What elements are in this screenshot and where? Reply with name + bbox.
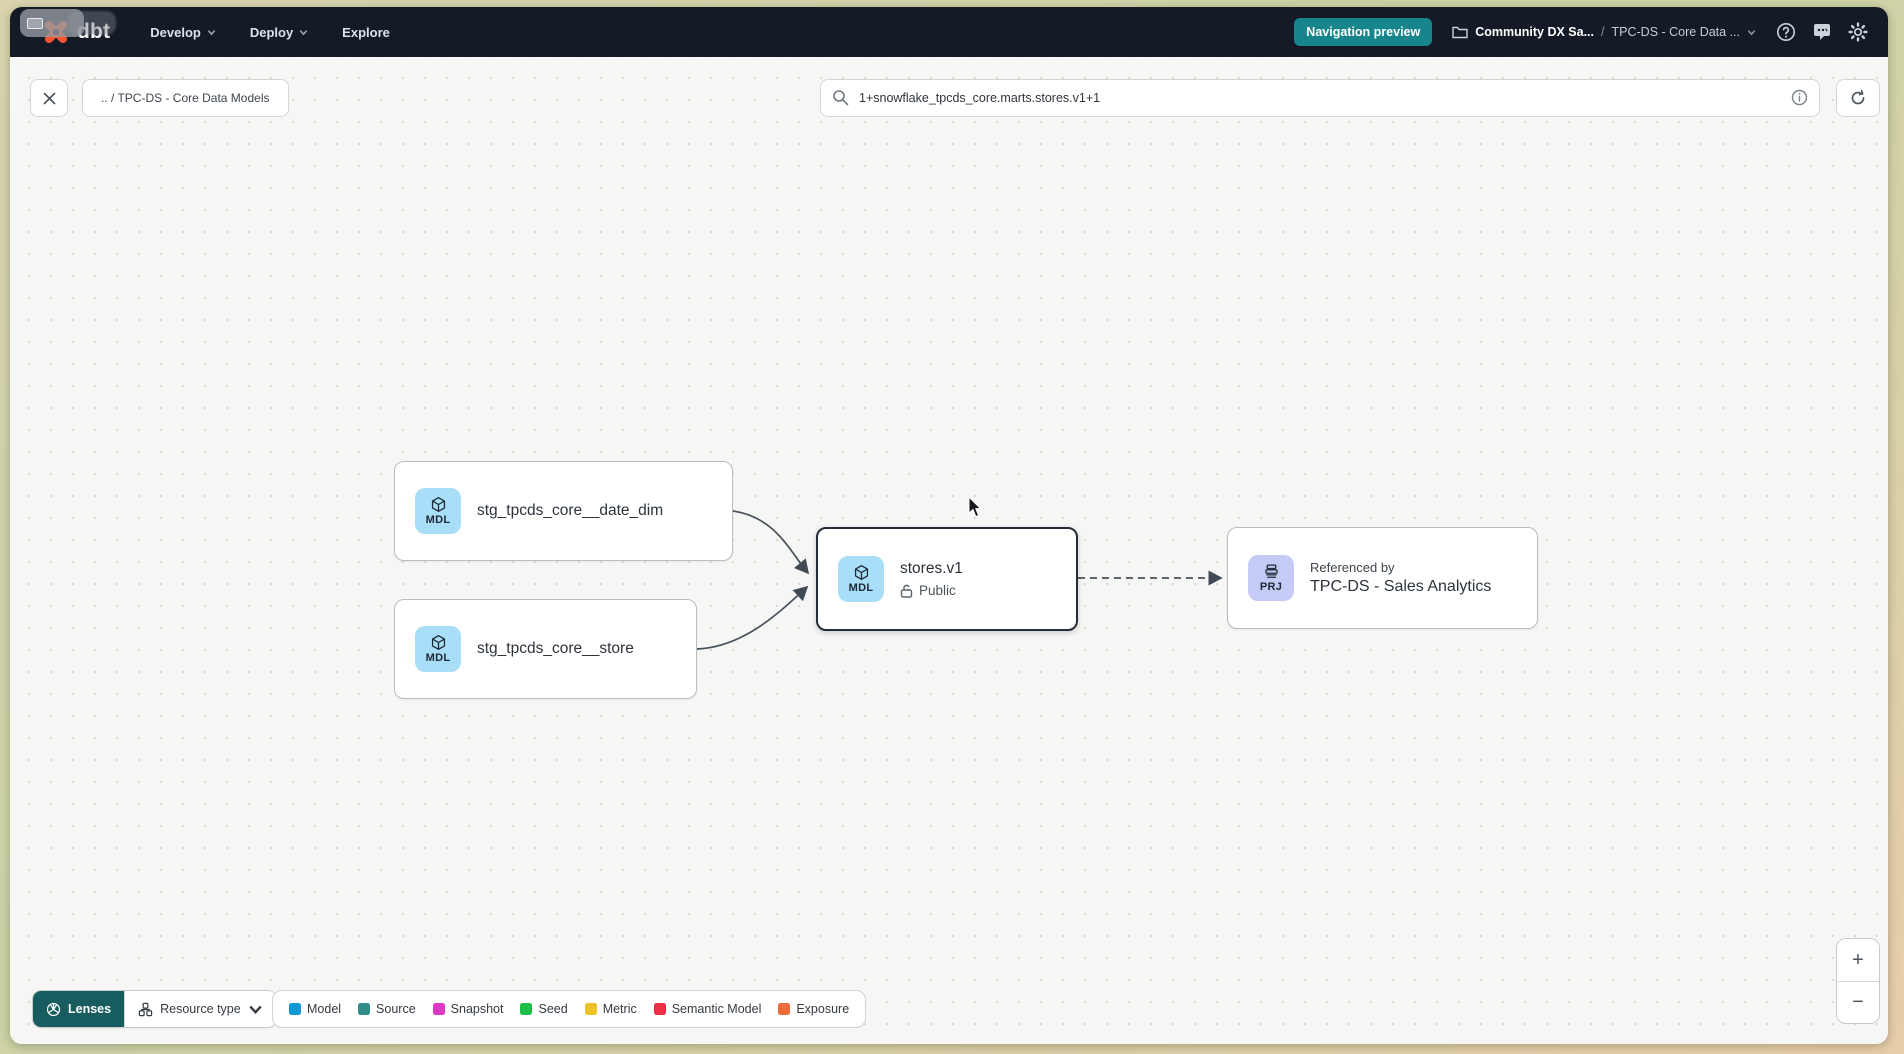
logo-text: dbt (77, 20, 111, 43)
resource-type-label: Resource type (160, 1002, 241, 1016)
menu-deploy[interactable]: Deploy (250, 25, 308, 40)
menu-deploy-label: Deploy (249, 24, 294, 40)
lenses-label: Lenses (68, 1002, 112, 1016)
legend-swatch (778, 1003, 791, 1015)
model-badge: MDL (415, 488, 461, 534)
view-controls-group: Lenses Resource type (32, 990, 277, 1028)
folder-icon (1452, 26, 1468, 39)
node-tpcds-sales-analytics[interactable]: PRJ Referenced by TPC-DS - Sales Analyti… (1227, 527, 1538, 629)
model-badge: MDL (838, 556, 884, 602)
settings-gear-icon[interactable] (1848, 22, 1868, 42)
legend-swatch (584, 1003, 597, 1015)
zoom-out-button[interactable]: − (1837, 981, 1879, 1023)
selector-search-input[interactable] (820, 79, 1820, 117)
search-icon (833, 90, 849, 106)
top-navbar: dbt Develop Deploy Explore Navigation pr… (10, 7, 1888, 57)
unlock-icon (900, 584, 913, 598)
screen-overlay-artifact (20, 9, 84, 37)
node-stg-tpcds-core-date-dim[interactable]: MDL stg_tpcds_core__date_dim (394, 461, 733, 561)
menu-explore-label: Explore (342, 24, 390, 40)
node-label: stg_tpcds_core__store (477, 640, 634, 657)
node-kicker: Referenced by (1310, 560, 1395, 575)
account-name: Community DX Sa... (1475, 25, 1595, 39)
legend-swatch (432, 1003, 445, 1015)
refresh-icon (1851, 89, 1865, 105)
app-window: dbt Develop Deploy Explore Navigation pr… (10, 7, 1888, 1044)
legend-label: Source (376, 1002, 416, 1016)
node-label: stores.v1 (900, 560, 963, 577)
navbar-icon-group (1776, 22, 1868, 42)
lineage-search (820, 79, 1820, 117)
chevron-down-icon (1747, 29, 1756, 35)
legend-label: Semantic Model (671, 1002, 762, 1016)
cube-icon (854, 565, 868, 580)
badge-label: MDL (425, 652, 451, 664)
legend-swatch (653, 1003, 666, 1015)
legend-item-metric: Metric (584, 1002, 637, 1016)
badge-label: MDL (425, 514, 451, 526)
legend-label: Metric (602, 1002, 637, 1016)
legend-swatch (520, 1003, 533, 1015)
legend-label: Seed (538, 1002, 568, 1016)
model-badge: MDL (415, 626, 461, 672)
menu-explore[interactable]: Explore (342, 25, 390, 40)
navigation-preview-badge[interactable]: Navigation preview (1294, 18, 1433, 46)
legend-swatch (289, 1003, 301, 1015)
lens-icon (46, 1002, 61, 1016)
breadcrumb-separator: / (1601, 25, 1605, 39)
cube-icon (431, 497, 445, 512)
chevron-down-icon (207, 29, 216, 35)
chevron-down-icon (249, 1005, 262, 1014)
legend-item-snapshot: Snapshot (432, 1002, 504, 1016)
project-name: TPC-DS - Core Data ... (1611, 25, 1741, 39)
badge-label: MDL (848, 582, 874, 594)
lenses-button[interactable]: Lenses (33, 991, 125, 1027)
legend-label: Snapshot (450, 1002, 504, 1016)
zoom-in-button[interactable]: + (1837, 939, 1879, 981)
project-badge: PRJ (1248, 555, 1294, 601)
stack-icon (1264, 564, 1278, 578)
access-label: Public (919, 583, 956, 598)
legend-label: Model (307, 1002, 342, 1016)
menu-develop[interactable]: Develop (150, 25, 216, 40)
account-breadcrumb[interactable]: Community DX Sa... / TPC-DS - Core Data … (1452, 25, 1756, 39)
resource-type-icon (138, 1002, 153, 1016)
help-icon[interactable] (1776, 22, 1796, 42)
legend-swatch (358, 1003, 371, 1015)
node-stores-v1[interactable]: MDL stores.v1 Public (816, 527, 1078, 631)
badge-label: PRJ (1259, 581, 1283, 593)
refresh-button[interactable] (1836, 79, 1880, 117)
zoom-controls: + − (1836, 938, 1880, 1024)
lineage-canvas[interactable]: .. / TPC-DS - Core Data Models (10, 57, 1888, 1044)
node-label: stg_tpcds_core__date_dim (477, 502, 664, 519)
cube-icon (431, 635, 445, 650)
resource-legend: Model Source Snapshot Seed Metric Semant… (272, 990, 867, 1028)
legend-item-seed: Seed (520, 1002, 568, 1016)
access-row: Public (900, 583, 963, 598)
legend-item-exposure: Exposure (778, 1002, 849, 1016)
legend-item-model: Model (289, 1002, 341, 1016)
chevron-down-icon (299, 29, 308, 35)
menu-develop-label: Develop (150, 24, 201, 40)
lineage-breadcrumb-button[interactable]: .. / TPC-DS - Core Data Models (82, 79, 289, 117)
close-button[interactable] (30, 79, 68, 117)
legend-item-semantic-model: Semantic Model (653, 1002, 762, 1016)
resource-type-dropdown[interactable]: Resource type (124, 991, 276, 1027)
mouse-cursor (968, 497, 982, 518)
navbar-right: Navigation preview Community DX Sa... / … (1294, 18, 1868, 46)
window-icon (27, 17, 43, 29)
info-icon[interactable] (1791, 89, 1808, 106)
node-stg-tpcds-core-store[interactable]: MDL stg_tpcds_core__store (394, 599, 697, 699)
feedback-icon[interactable] (1812, 22, 1832, 42)
close-icon (43, 92, 55, 104)
legend-label: Exposure (796, 1002, 850, 1016)
main-menu: Develop Deploy Explore (150, 25, 390, 40)
legend-item-source: Source (358, 1002, 416, 1016)
node-label: TPC-DS - Sales Analytics (1310, 578, 1492, 595)
